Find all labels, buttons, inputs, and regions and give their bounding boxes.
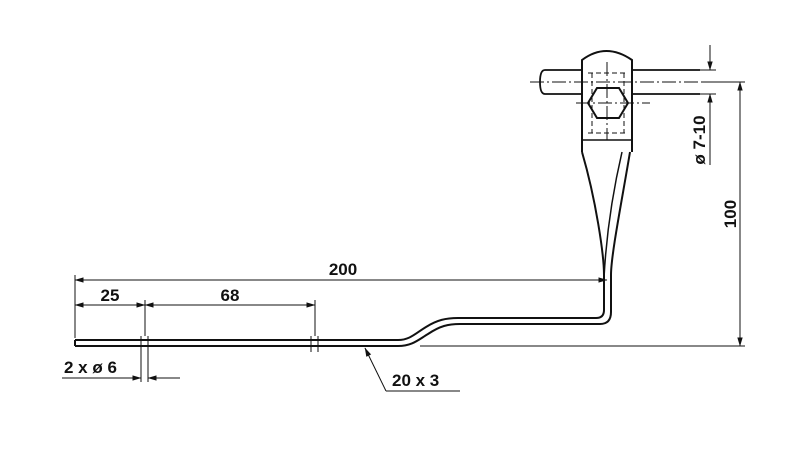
dim-text-68: 68	[221, 286, 240, 305]
leader-section	[364, 347, 387, 392]
hole-lines	[140, 336, 319, 352]
center-lines	[530, 62, 712, 140]
dim-text-holes: 2 x ø 6	[64, 358, 117, 377]
dim-text-diameter: ø 7-10	[690, 115, 709, 164]
dim-text-height: 100	[721, 200, 740, 228]
tine-bar	[74, 151, 631, 347]
dim-text-200: 200	[329, 260, 357, 279]
dim-text-25: 25	[101, 286, 120, 305]
dim-text-section: 20 x 3	[392, 371, 439, 390]
